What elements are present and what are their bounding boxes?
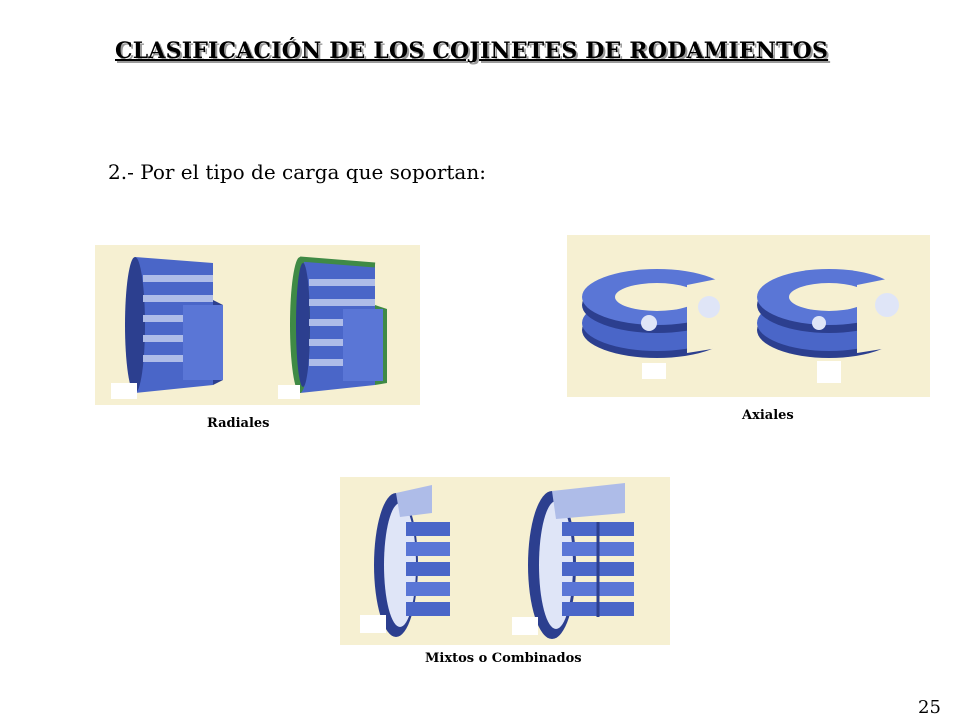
combined-bearings-image xyxy=(340,477,670,645)
combined-bearing-right xyxy=(512,483,634,639)
tapered-roller-bearing-illustration xyxy=(360,483,634,639)
caption-mixtos: Mixtos o Combinados xyxy=(425,651,582,666)
radial-bearing-right xyxy=(278,256,387,399)
page-number: 25 xyxy=(918,697,941,718)
axial-bearing-left xyxy=(582,269,737,379)
caption-axiales: Axiales xyxy=(742,408,794,423)
thrust-ball-bearing-illustration xyxy=(582,269,907,383)
caption-radiales: Radiales xyxy=(207,416,270,431)
needle-roller-bearing-illustration xyxy=(111,256,387,399)
axial-bearing-right xyxy=(757,269,907,383)
slide-title: CLASIFICACIÓN DE LOS COJINETES DE RODAMI… xyxy=(115,38,829,64)
axial-bearings-image xyxy=(567,235,930,397)
radial-bearing-left xyxy=(111,257,223,399)
combined-bearing-left xyxy=(360,485,450,637)
slide-subtitle: 2.- Por el tipo de carga que soportan: xyxy=(108,160,486,184)
radial-bearings-image xyxy=(95,245,420,405)
